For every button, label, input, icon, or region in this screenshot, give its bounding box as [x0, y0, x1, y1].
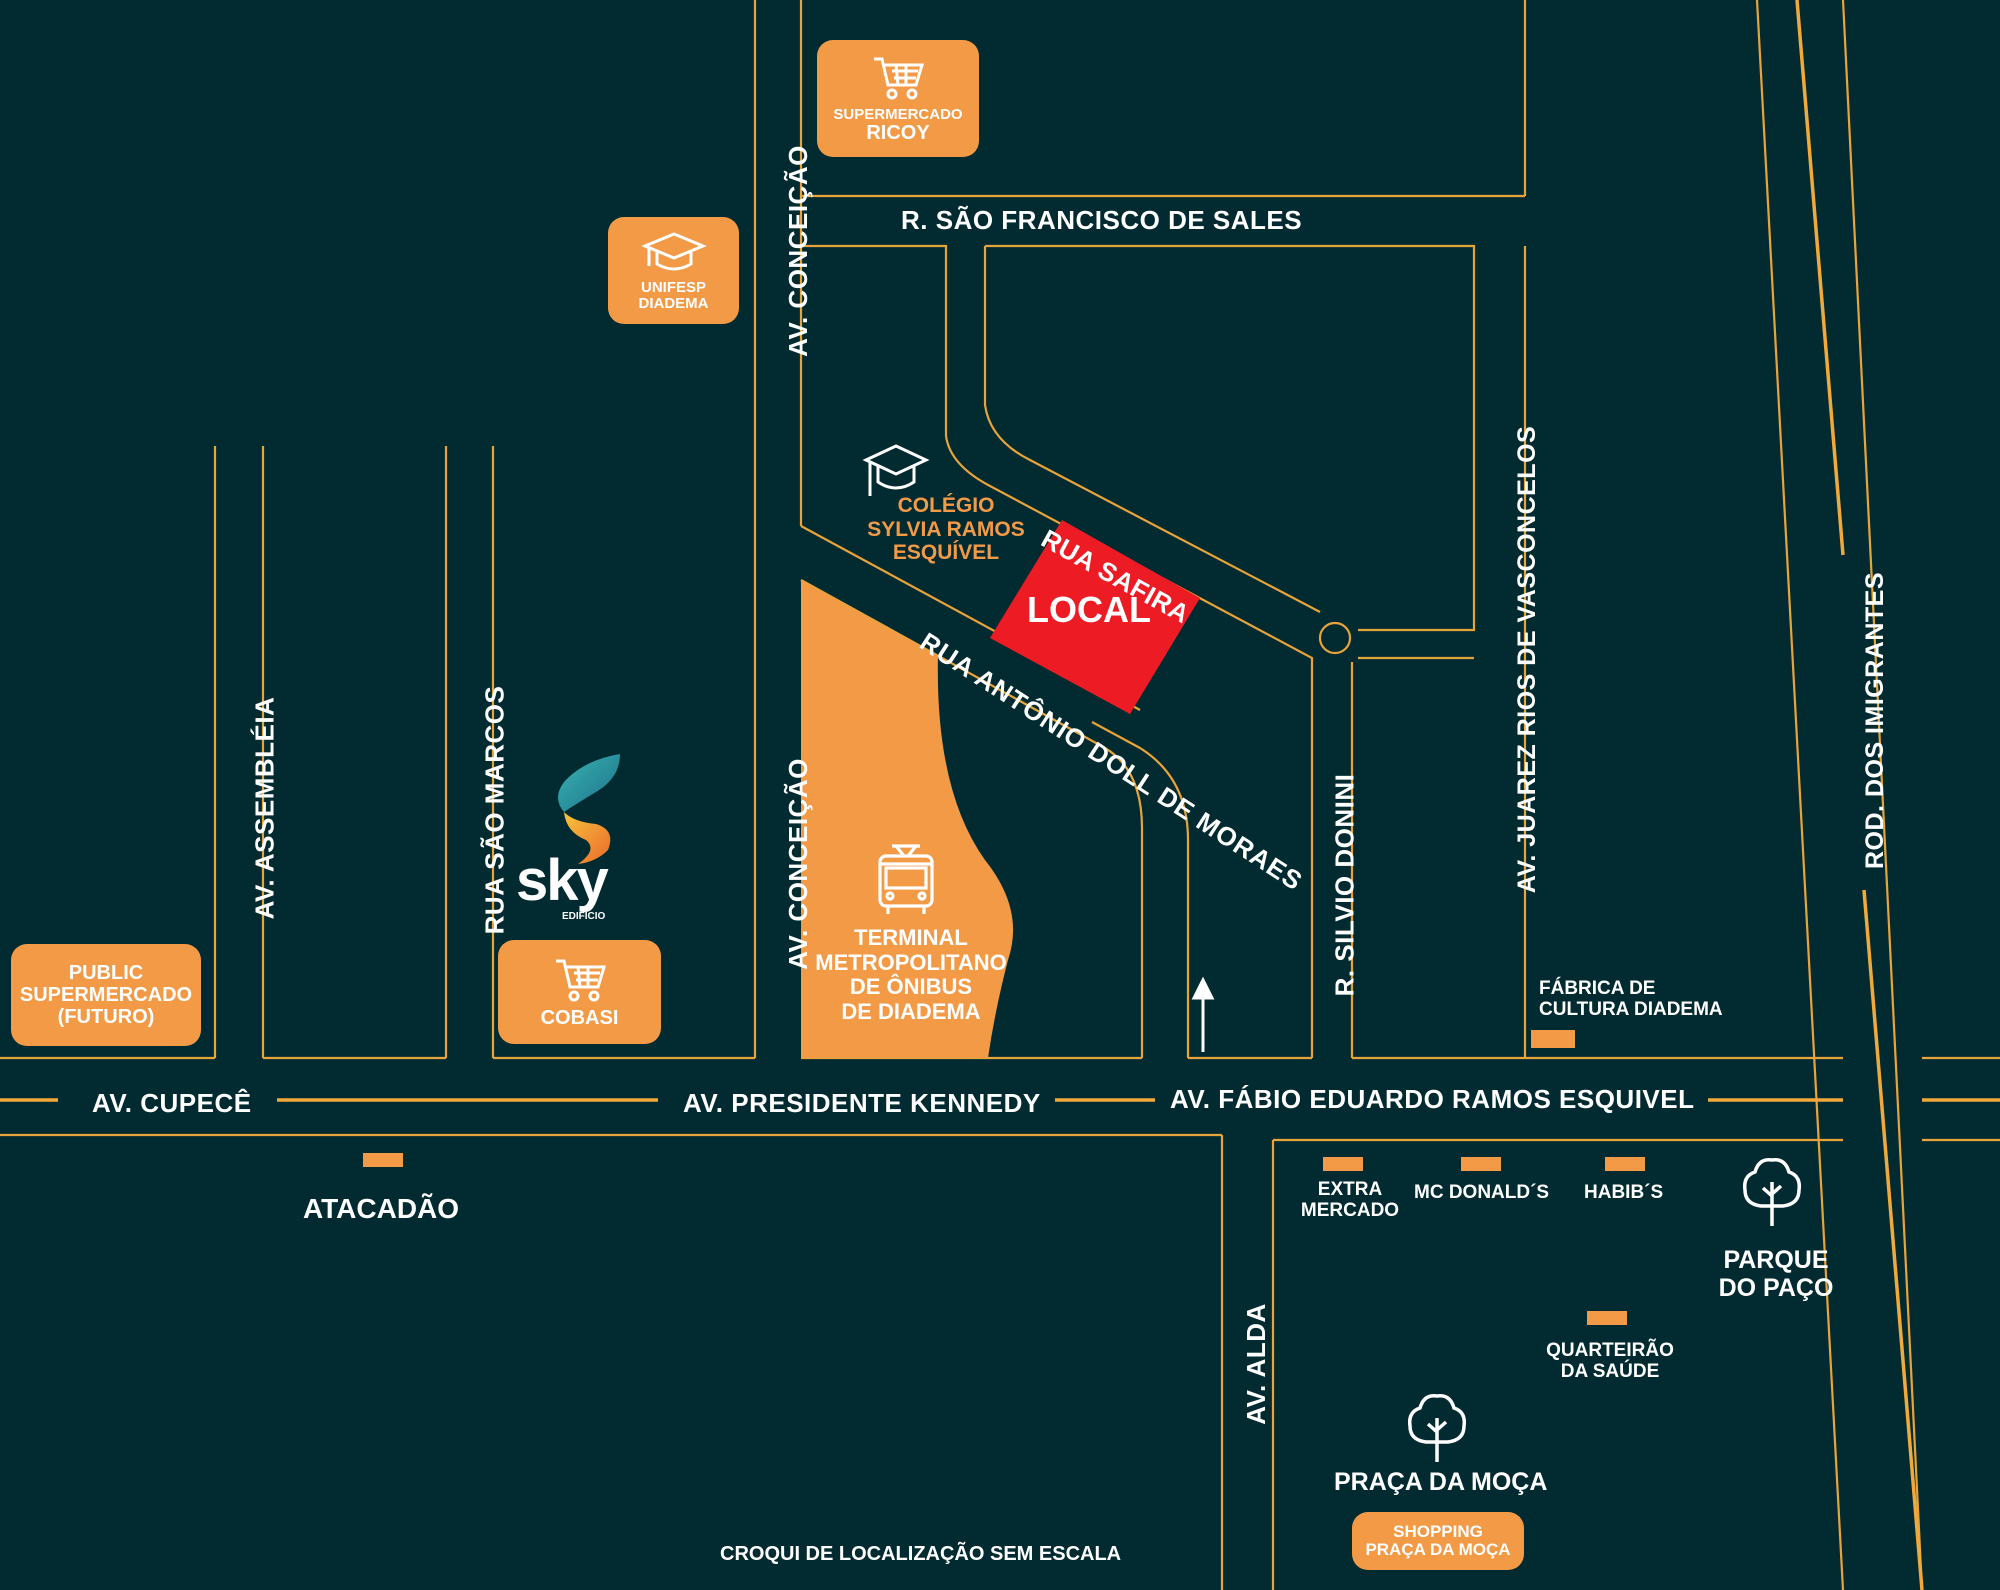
place-label: COLÉGIO: [897, 494, 995, 517]
place-label: DE DIADEMA: [841, 998, 981, 1024]
terminal-area: [801, 580, 1014, 1058]
poi-label: SUPERMERCADO: [19, 984, 193, 1006]
street-r-sao-francisco: R. SÃO FRANCISCO DE SALES: [901, 205, 1303, 235]
place-label: QUARTEIRÃO: [1546, 1340, 1674, 1361]
place-atacadao: ATACADÃO: [303, 1193, 460, 1224]
place-label: EXTRA: [1317, 1179, 1383, 1200]
poi-label: SHOPPING: [1393, 1522, 1483, 1542]
place-label: DA SAÚDE: [1560, 1361, 1660, 1383]
street-r-silvio-donini: R. SILVIO DONINI: [1329, 773, 1360, 997]
poi-label: DIADEMA: [638, 294, 709, 312]
poi-label: RICOY: [866, 122, 930, 145]
poi-unifesp-diadema[interactable]: UNIFESP DIADEMA: [608, 217, 739, 324]
logo-subtitle: EDIFÍCIO: [562, 911, 606, 922]
place-extra-mercado: EXTRA MERCADO: [1290, 1179, 1410, 1222]
place-label: ESQUÍVEL: [892, 541, 1000, 565]
local-label: LOCAL: [1027, 589, 1151, 630]
poi-label: (FUTURO): [57, 1006, 155, 1028]
place-fabrica-de-cultura: FÁBRICA DE CULTURA DIADEMA: [1539, 978, 1723, 1021]
street-av-assembleia: AV. ASSEMBLÉIA: [249, 696, 280, 920]
place-label: FÁBRICA DE: [1539, 978, 1656, 999]
shopping-cart-icon: [555, 959, 606, 1002]
logo-wordmark: sky: [516, 848, 609, 913]
direction-arrow-icon: [1191, 976, 1215, 1052]
street-av-conceicao-top: AV. CONCEIÇÃO: [782, 145, 813, 357]
poi-cobasi[interactable]: COBASI: [498, 940, 661, 1044]
graduation-cap-icon: [862, 444, 930, 496]
sky-logo-mark: [558, 754, 620, 864]
street-av-alda: AV. ALDA: [1240, 1303, 1271, 1425]
street-av-kennedy: AV. PRESIDENTE KENNEDY: [683, 1088, 1041, 1118]
tree-icon: [1407, 1394, 1467, 1462]
poi-shopping-praca-da-moca[interactable]: SHOPPING PRAÇA DA MOÇA: [1352, 1512, 1524, 1570]
place-colegio: COLÉGIO SYLVIA RAMOS ESQUÍVEL: [862, 494, 1030, 565]
sky-edificio-logo: sky EDIFÍCIO: [512, 752, 652, 924]
local-site: [990, 520, 1200, 714]
street-av-cupece: AV. CUPECÊ: [92, 1088, 252, 1118]
graduation-cap-icon: [640, 232, 707, 271]
poi-supermercado-ricoy[interactable]: SUPERMERCADO RICOY: [817, 40, 979, 157]
place-label: DO PAÇO: [1718, 1274, 1834, 1302]
place-parque-do-paco: PARQUE DO PAÇO: [1706, 1246, 1846, 1302]
place-label: TERMINAL: [854, 925, 968, 950]
tree-icon: [1742, 1158, 1802, 1226]
poi-public-supermercado[interactable]: PUBLIC SUPERMERCADO (FUTURO): [11, 944, 201, 1046]
poi-label: PRAÇA DA MOÇA: [1365, 1540, 1511, 1559]
bus-icon: [878, 844, 934, 914]
poi-label: SUPERMERCADO: [833, 105, 963, 123]
place-label: PARQUE: [1723, 1246, 1829, 1274]
place-habibs: HABIB´S: [1584, 1182, 1664, 1203]
place-terminal: TERMINAL METROPOLITANO DE ÔNIBUS DE DIAD…: [804, 925, 1018, 1025]
street-rua-sao-marcos: RUA SÃO MARCOS: [479, 685, 510, 935]
poi-label: COBASI: [540, 1007, 619, 1029]
poi-label: UNIFESP: [640, 278, 706, 296]
map-note: CROQUI DE LOCALIZAÇÃO SEM ESCALA: [720, 1543, 1122, 1565]
place-label: SYLVIA RAMOS: [867, 517, 1025, 541]
street-av-fabio: AV. FÁBIO EDUARDO RAMOS ESQUIVEL: [1170, 1084, 1695, 1114]
shopping-cart-icon: [874, 57, 925, 100]
place-quarteirao-da-saude: QUARTEIRÃO DA SAÚDE: [1536, 1340, 1684, 1383]
street-rod-imigrantes: ROD. DOS IMIGRANTES: [1861, 571, 1890, 870]
place-label: METROPOLITANO: [815, 949, 1007, 975]
poi-label: PUBLIC: [68, 962, 144, 984]
street-av-juarez: AV. JUAREZ RIOS DE VASCONCELOS: [1513, 425, 1542, 894]
place-label: MERCADO: [1300, 1200, 1400, 1222]
place-mcdonalds: MC DONALD´S: [1414, 1182, 1550, 1203]
place-praca-da-moca: PRAÇA DA MOÇA: [1334, 1468, 1548, 1496]
place-label: DE ÔNIBUS: [849, 974, 973, 1000]
place-label: CULTURA DIADEMA: [1539, 999, 1723, 1021]
